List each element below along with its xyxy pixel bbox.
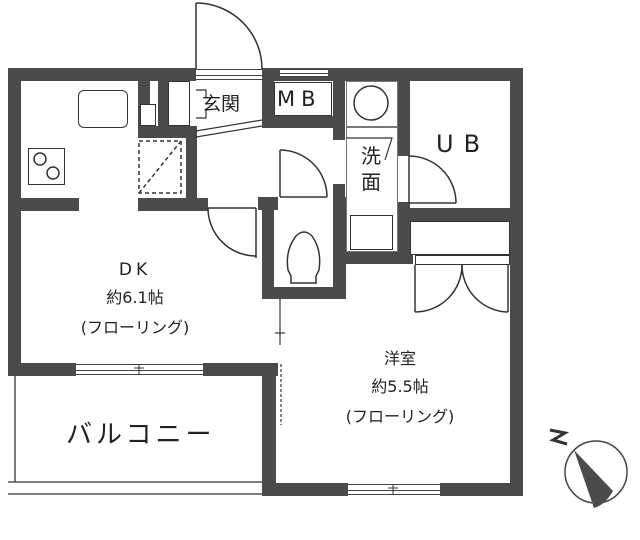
closet-shelf: [410, 221, 510, 255]
dk-room-size: 約6.1帖: [106, 288, 164, 307]
washroom-label: 洗面: [357, 143, 385, 195]
balcony-lines: [8, 376, 262, 495]
entrance-floor-lines: [195, 89, 263, 138]
wall-balcony-divider: [262, 363, 276, 496]
unit-bath-label: UB: [436, 130, 491, 158]
outer-wall-bottom-dk-right: [203, 363, 278, 376]
washroom-wall-right: [398, 68, 410, 156]
compass-icon: [549, 428, 628, 508]
dk-room: DK 約6.1帖 (フローリング): [55, 260, 215, 338]
washing-machine-icon: [353, 85, 389, 121]
western-room: 洋室 約5.5帖 (フローリング): [320, 345, 480, 427]
toilet-door-icon[interactable]: [207, 207, 257, 258]
entrance-door-icon[interactable]: [195, 2, 263, 70]
washroom-label-text: 洗面: [361, 144, 381, 194]
ub-door-icon[interactable]: [408, 155, 457, 204]
toilet-icon: [286, 231, 321, 284]
washbasin-cabinet: [350, 215, 393, 250]
mb-wall-bottom: [262, 116, 342, 128]
meter-box-label: MB: [277, 87, 322, 111]
toilet-wall-right: [333, 197, 346, 299]
outer-wall-bottom-dk: [8, 363, 76, 376]
kitchen-sink: [78, 90, 128, 128]
washbasin-outline: [346, 137, 393, 161]
outer-wall-right: [510, 68, 523, 496]
closet-rail: [415, 255, 510, 265]
entrance-step: [168, 81, 190, 126]
washroom-door-icon[interactable]: [279, 149, 328, 198]
mb-box: [274, 82, 332, 116]
entrance-label: 玄関: [202, 93, 241, 115]
western-room-size: 約5.5帖: [371, 377, 429, 396]
pipe-space-box: [140, 104, 156, 126]
outer-wall-bottom-western: [262, 483, 348, 496]
western-room-floor: (フローリング): [345, 407, 455, 426]
dk-room-floor: (フローリング): [80, 318, 190, 337]
washroom-wall-left: [333, 68, 345, 140]
toilet-wall-bottom: [262, 287, 346, 299]
washroom-wall-bottom: [333, 252, 413, 264]
outer-wall-left: [8, 68, 21, 376]
window-top-mb[interactable]: [280, 69, 328, 77]
sliding-door-icon[interactable]: [275, 299, 285, 425]
balcony-label: バルコニー: [66, 420, 216, 450]
refrigerator-icon: [138, 140, 182, 194]
closet-door-icon[interactable]: [414, 264, 509, 313]
closet-frame-right: [186, 126, 197, 211]
mb-wall-left: [262, 68, 274, 128]
toilet-wall-left: [262, 197, 274, 299]
window-western[interactable]: [348, 484, 440, 495]
stove-burner-icon: [33, 152, 60, 180]
kitchen-stove: [28, 148, 65, 185]
ub-room: [410, 81, 510, 208]
closet-frame-top: [138, 126, 196, 138]
dk-room-name: DK: [118, 260, 152, 280]
western-room-name: 洋室: [383, 349, 416, 368]
outer-wall-bottom-western-right: [440, 483, 523, 496]
window-sash-marks: [134, 364, 398, 495]
kitchen-wall-left: [8, 198, 79, 211]
outer-wall-top-ub: [400, 68, 523, 81]
window-top-entrance[interactable]: [196, 69, 262, 80]
pipe-space-wall-2: [158, 68, 168, 128]
ub-wall-bottom: [398, 208, 518, 221]
closet-wall-left: [400, 208, 410, 258]
